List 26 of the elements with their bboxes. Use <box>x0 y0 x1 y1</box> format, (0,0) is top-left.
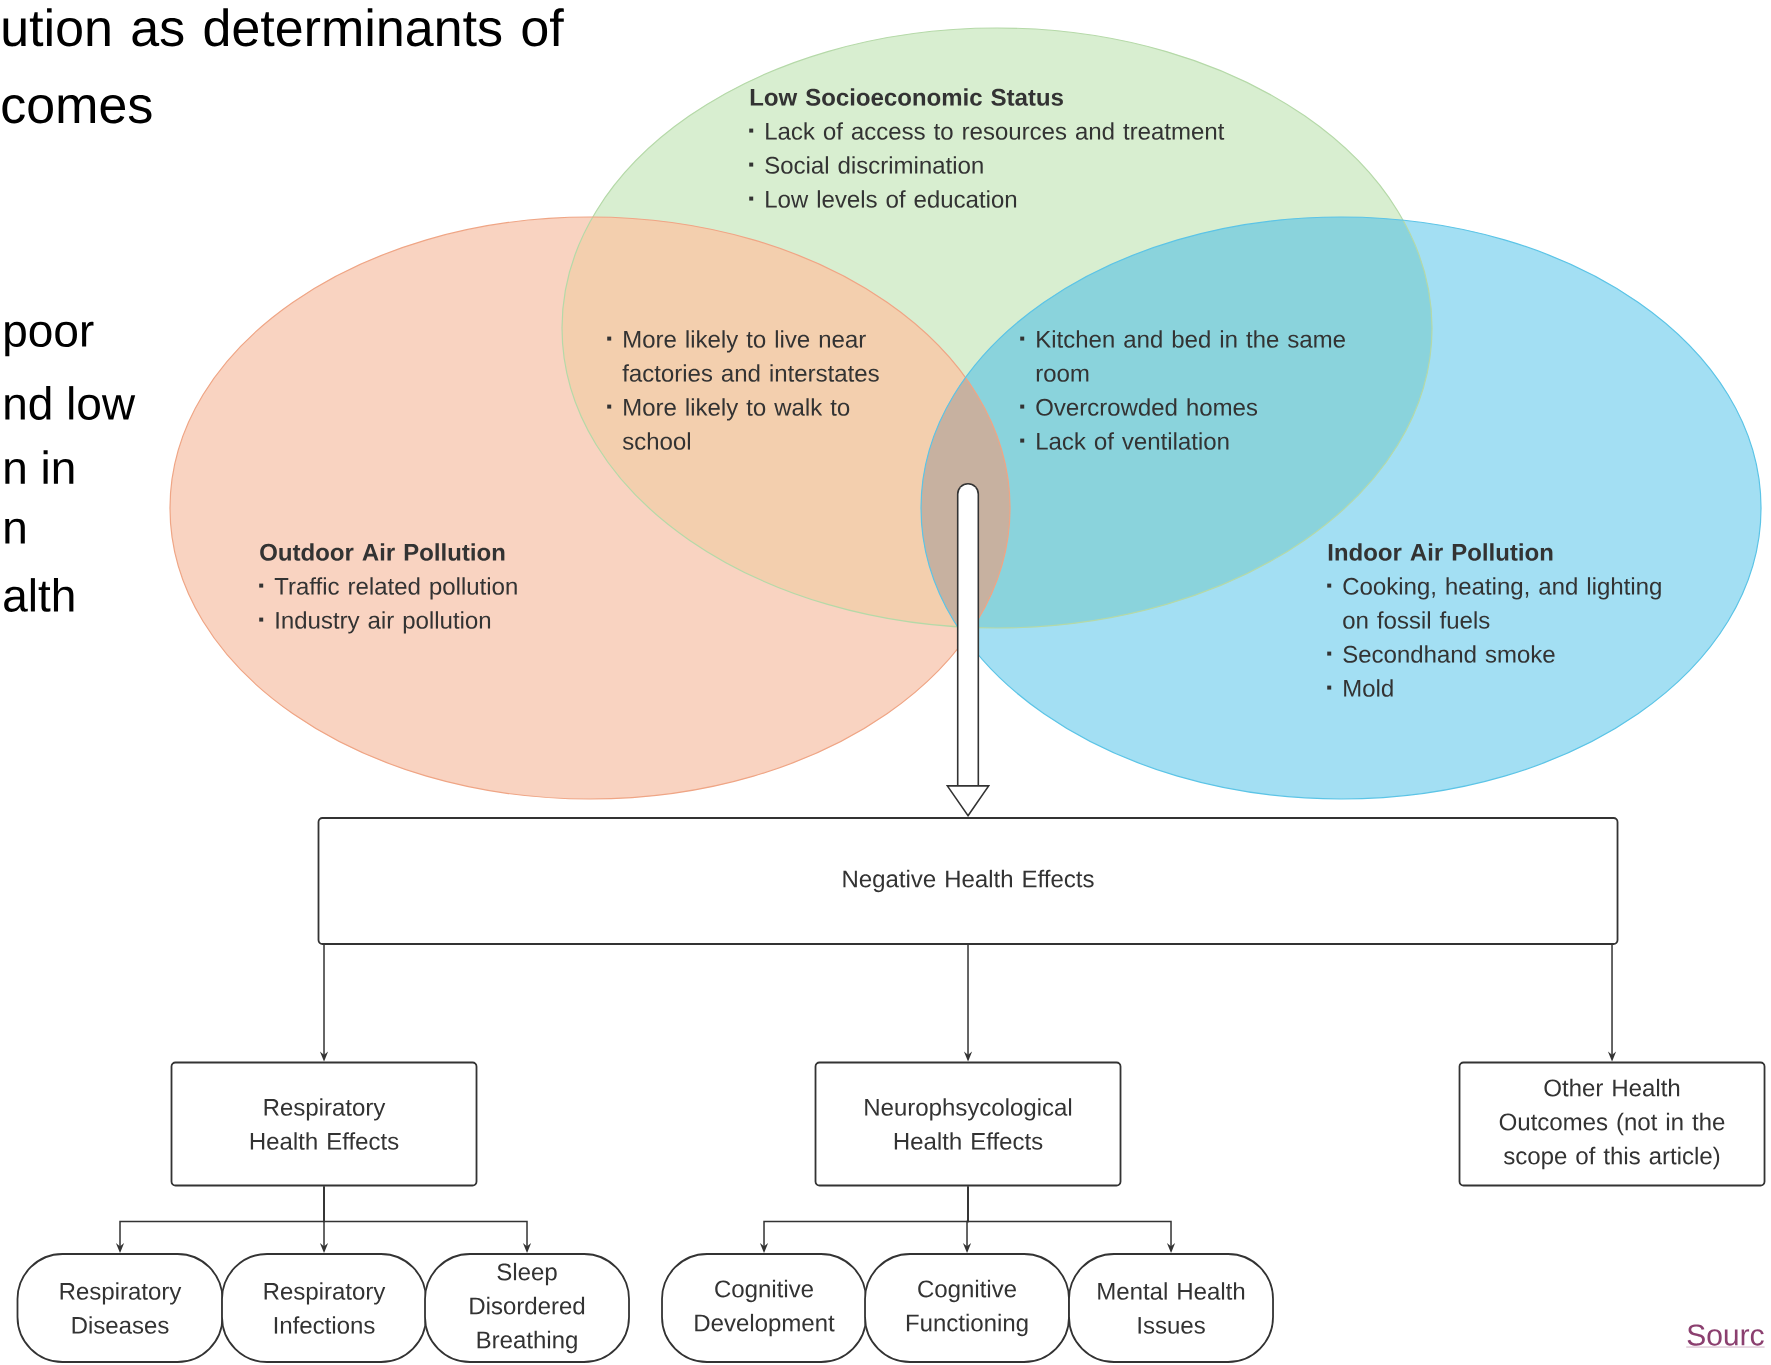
effect-box: Negative Health Effects <box>317 817 1619 945</box>
venn-text: Indoor Air Pollution Cooking, heating, and lighting on fossil fuels Secondhand smoke Mold <box>1327 543 1661 697</box>
outcome-box: Cognitive Functioning <box>864 1253 1070 1363</box>
venn-text: Kitchen and bed in the same room Overcrowded homes Lack of ventilation <box>1020 330 1345 450</box>
body-text: n in <box>5 450 74 484</box>
body-text: n <box>5 518 25 544</box>
effect-box: Neurophsycological Health Effects <box>814 1061 1122 1187</box>
venn-text: More likely to live near factories and interstates More likely to walk to school <box>607 330 879 450</box>
outcome-box: Sleep Disordered Breathing <box>424 1253 630 1363</box>
node-label: Mental Health Issues <box>1098 1282 1245 1334</box>
venn-ellipse <box>920 216 1762 800</box>
node-label: Sleep Disordered Breathing <box>470 1262 585 1354</box>
body-text: alth <box>4 578 74 612</box>
source-link: Sourc <box>1686 1324 1765 1348</box>
effect-box: Respiratory Health Effects <box>170 1061 478 1187</box>
outcome-box: Respiratory Diseases <box>16 1253 224 1363</box>
body-text: poor <box>5 321 94 357</box>
venn-text: Outdoor Air Pollution Traffic related pollution Industry air pollution <box>259 543 517 634</box>
outcome-box: Respiratory Infections <box>221 1253 427 1363</box>
node-label: Cognitive Functioning <box>906 1279 1028 1337</box>
outcome-box: Cognitive Development <box>661 1253 867 1363</box>
effect-box: Other Health Outcomes (not in the scope of this article) <box>1458 1061 1766 1187</box>
venn-text: Low Socioeconomic Status Lack of access to resources and treatment Social discrimination Low levels of education <box>749 88 1225 208</box>
venn-ellipse <box>169 216 1011 800</box>
outcome-box: Mental Health Issues <box>1068 1253 1274 1363</box>
slide-title: ution as determinants of comes <box>2 8 564 124</box>
